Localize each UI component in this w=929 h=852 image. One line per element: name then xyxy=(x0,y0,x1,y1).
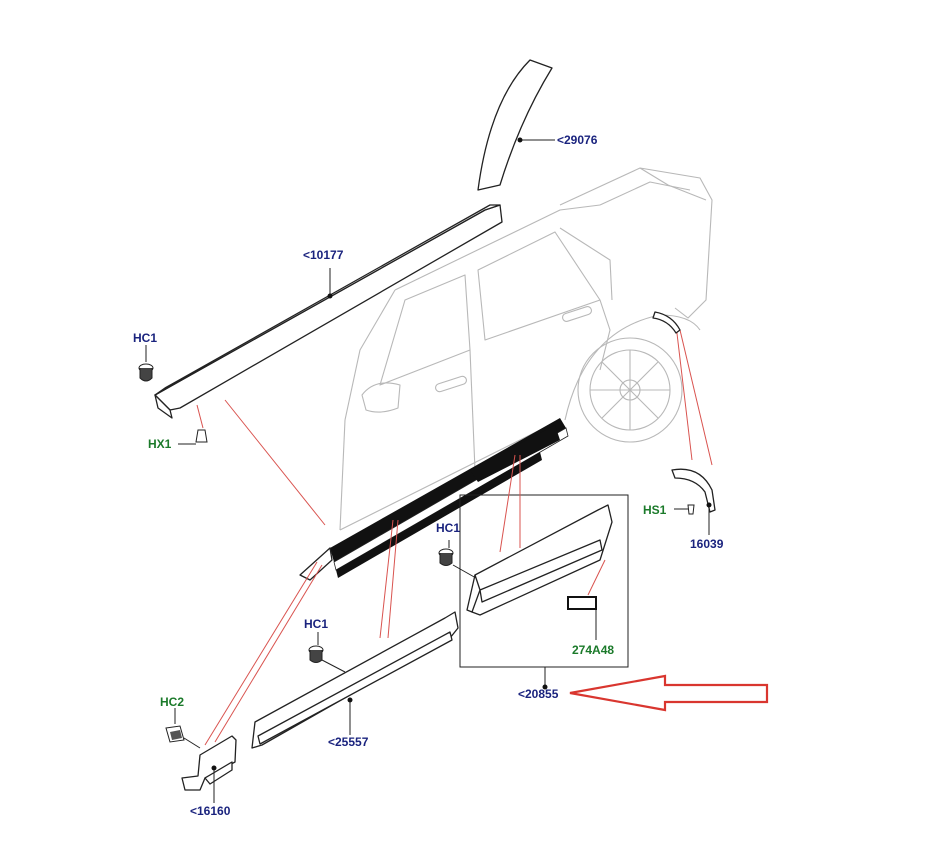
label-hs1: HS1 xyxy=(643,503,667,517)
moulding-20855 xyxy=(438,454,629,690)
label-10177: <10177 xyxy=(303,248,344,262)
moulding-25557 xyxy=(251,519,459,749)
label-hc1-c: HC1 xyxy=(304,617,328,631)
sill-step xyxy=(154,204,503,419)
front-piece-16160 xyxy=(165,561,323,803)
label-16160: <16160 xyxy=(190,804,231,818)
wheel-arch-trim xyxy=(477,59,555,191)
clip-hx1 xyxy=(178,399,326,526)
label-hc1-a: HC1 xyxy=(133,331,157,345)
label-hx1: HX1 xyxy=(148,437,172,451)
red-arrow xyxy=(569,674,769,712)
label-hc1-b: HC1 xyxy=(436,521,460,535)
label-hc2: HC2 xyxy=(160,695,184,709)
clip-hc1-a xyxy=(138,345,154,382)
vehicle-cladding xyxy=(330,418,569,578)
label-16039: 16039 xyxy=(690,537,724,551)
label-274a48: 274A48 xyxy=(572,643,614,657)
label-29076: <29076 xyxy=(557,133,598,147)
label-25557: <25557 xyxy=(328,735,369,749)
label-20855: <20855 xyxy=(518,687,559,701)
arch-extension-16039 xyxy=(652,311,716,535)
vehicle-outline xyxy=(339,167,713,531)
